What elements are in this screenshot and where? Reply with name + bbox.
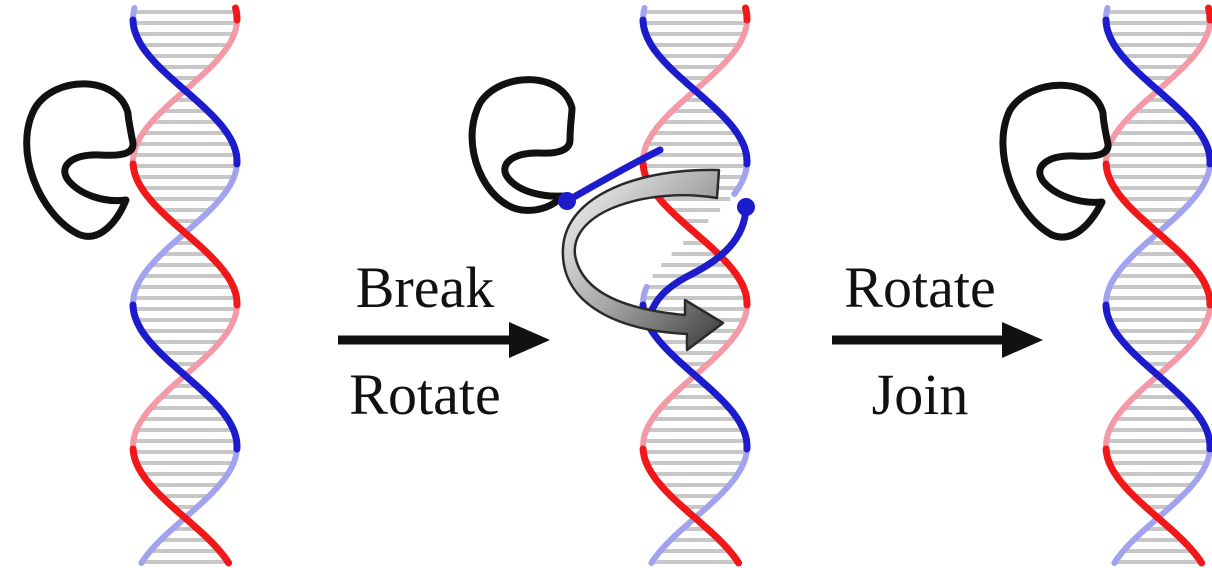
step-1-bottom-label: Rotate — [349, 362, 500, 427]
step-2-top-label: Rotate — [844, 255, 995, 320]
blue-strand — [129, 301, 241, 453]
blue-strand — [1111, 446, 1212, 566]
cleaved-strand-end-dot — [737, 198, 755, 216]
step-arrow-2 — [832, 322, 1043, 358]
blue-strand — [639, 16, 751, 168]
blue-strand — [648, 446, 750, 566]
red-strand — [639, 445, 743, 567]
cleaved-blue-strand-end — [646, 203, 750, 319]
red-strand — [1102, 445, 1206, 567]
rotation-arrow-icon — [561, 168, 725, 352]
step-1-top-label: Break — [356, 255, 495, 320]
arrow-head — [1002, 322, 1043, 358]
dna-helix-rejoined — [1102, 4, 1212, 567]
step-arrow-1 — [338, 322, 550, 358]
arrow-head — [509, 322, 550, 358]
red-strand — [1102, 160, 1212, 309]
step-2-bottom-label: Join — [872, 362, 969, 427]
cleaved-strand-end-dot — [558, 192, 576, 210]
red-strand — [742, 4, 751, 24]
red-strand — [129, 445, 233, 567]
helix-front-strands — [1102, 4, 1212, 567]
topoisomerase-enzyme-icon — [999, 81, 1112, 241]
blue-strand — [1102, 301, 1212, 453]
blue-strand — [731, 161, 750, 197]
helix-front-strands — [129, 4, 241, 567]
blue-strand — [1102, 16, 1212, 168]
blue-strand — [138, 446, 240, 566]
blue-strand — [129, 16, 241, 168]
topoisomerase-enzyme-icon — [468, 76, 576, 214]
red-strand — [232, 4, 241, 24]
dna-helix-initial — [129, 4, 241, 567]
base-pairs — [133, 10, 237, 564]
topoisomerase-enzyme-icon — [23, 80, 137, 240]
red-strand — [1205, 4, 1212, 24]
red-strand — [129, 160, 241, 309]
